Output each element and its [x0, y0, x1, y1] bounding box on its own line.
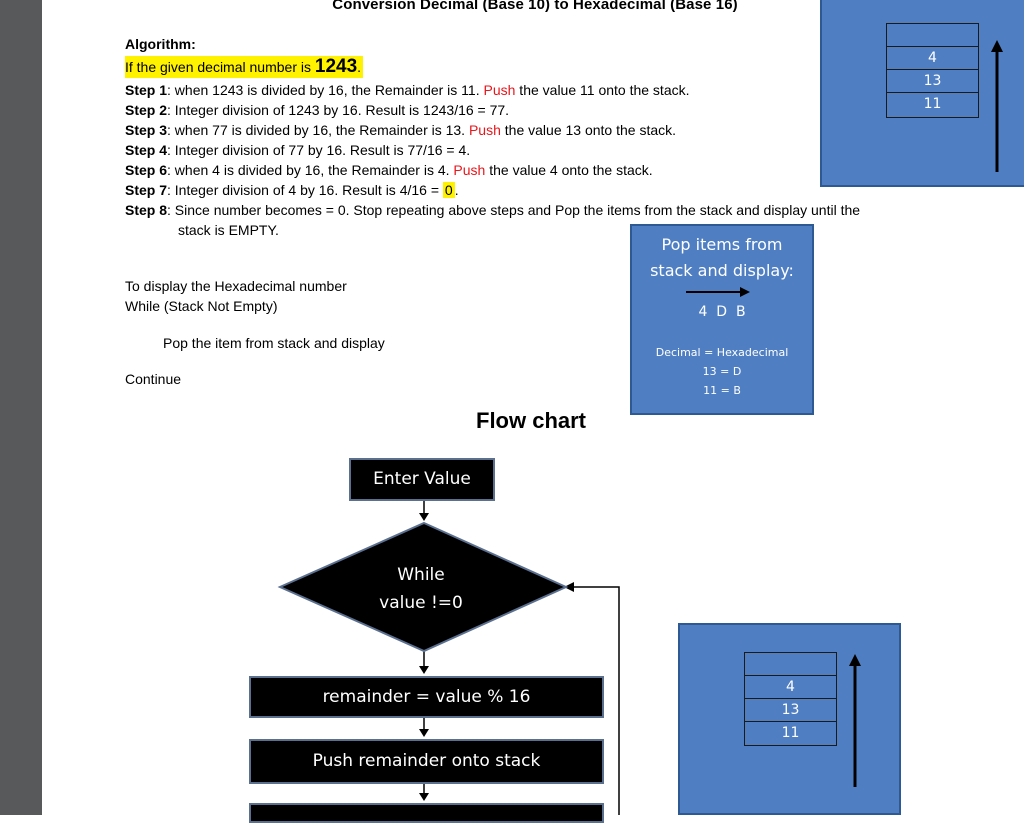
stack-cell: 11 [781, 725, 800, 741]
step-text: : Integer division of 4 by 16. Result is… [167, 182, 443, 198]
viewer-gutter [0, 0, 42, 815]
stack-cell-empty [745, 653, 836, 676]
stack: 4 13 11 [744, 652, 837, 746]
step-text: the value 13 onto the stack. [500, 122, 677, 138]
step-text: the value 4 onto the stack. [485, 162, 653, 178]
display-box: Pop items from stack and display: 4 D B … [630, 224, 814, 415]
step-label: Step 1 [125, 82, 168, 98]
push-word: Push [468, 122, 501, 138]
arrow-head-icon [419, 666, 429, 674]
legend-heading: Decimal = Hexadecimal [655, 346, 789, 359]
display-output: 4 D B [698, 304, 746, 320]
legend-row: 13 = D [702, 365, 742, 378]
stack-cell: 13 [887, 70, 978, 93]
step-label: Step 2 [125, 102, 168, 118]
arrow-head-icon [419, 793, 429, 801]
while-label-1: While [397, 565, 445, 585]
step-text: the value 11 onto the stack. [515, 82, 690, 98]
highlighted-zero: 0 [442, 182, 455, 198]
step-4: Step 4: Integer division of 77 by 16. Re… [125, 142, 470, 158]
arrow-head-icon [740, 287, 750, 297]
pseudo-line-1: To display the Hexadecimal number [125, 278, 347, 294]
intro-text: If the given decimal number is [125, 59, 315, 75]
display-title-1: Pop items from [661, 235, 783, 254]
step-2: Step 2: Integer division of 1243 by 16. … [125, 102, 509, 118]
next-step-box [249, 803, 604, 823]
flowchart-title: Flow chart [476, 408, 587, 433]
enter-value-box: Enter Value [349, 458, 495, 501]
intro-end: . [357, 59, 362, 75]
step-label: Step 4 [125, 142, 168, 158]
algorithm-heading: Algorithm: [125, 36, 196, 52]
pseudo-line-4: Continue [125, 371, 182, 387]
arrow-head-icon [419, 729, 429, 737]
step-8-continued: stack is EMPTY. [178, 222, 279, 238]
step-text: : Since number becomes = 0. Stop repeati… [167, 202, 861, 218]
while-decision-shape [277, 521, 569, 653]
step-6: Step 6: when 4 is divided by 16, the Rem… [125, 162, 653, 178]
loop-connector [572, 586, 620, 815]
step-label: Step 8 [125, 202, 168, 218]
step-label: Step 3 [125, 122, 168, 138]
stack-box-bottom: 4 13 11 [678, 623, 901, 815]
step-text: : Integer division of 1243 by 16. Result… [167, 102, 510, 118]
step-text: : Integer division of 77 by 16. Result i… [167, 142, 471, 158]
stack: 4 13 11 [886, 23, 979, 118]
page-title: Conversion Decimal (Base 10) to Hexadeci… [332, 0, 738, 13]
arrow-head-icon [991, 40, 1003, 52]
legend-row: 11 = B [703, 384, 741, 397]
intro-line: If the given decimal number is 1243. [125, 56, 364, 78]
stack-cell: 4 [745, 676, 836, 699]
intro-number: 1243 [314, 56, 358, 77]
pseudo-line-2: While (Stack Not Empty) [125, 298, 278, 314]
push-remainder-box: Push remainder onto stack [249, 739, 604, 784]
step-text: : when 4 is divided by 16, the Remainder… [167, 162, 454, 178]
while-label-2: value !=0 [379, 593, 463, 613]
remainder-box: remainder = value % 16 [249, 676, 604, 718]
step-label: Step 7 [125, 182, 168, 198]
step-1: Step 1: when 1243 is divided by 16, the … [125, 82, 690, 98]
stack-cell: 4 [887, 47, 978, 70]
arrow-head-icon [849, 654, 861, 666]
step-text: : when 1243 is divided by 16, the Remain… [167, 82, 484, 98]
push-word: Push [453, 162, 486, 178]
step-7: Step 7: Integer division of 4 by 16. Res… [125, 182, 459, 198]
step-text: : when 77 is divided by 16, the Remainde… [167, 122, 469, 138]
stack-box-top: 4 13 11 [820, 0, 1024, 187]
stack-cell: 13 [745, 699, 836, 722]
stack-cell-empty [887, 24, 978, 47]
arrow-head-icon [564, 582, 574, 592]
step-3: Step 3: when 77 is divided by 16, the Re… [125, 122, 676, 138]
step-label: Step 6 [125, 162, 168, 178]
display-title-2: stack and display: [650, 261, 794, 280]
step-8: Step 8: Since number becomes = 0. Stop r… [125, 202, 860, 218]
stack-cell: 11 [923, 96, 942, 112]
pseudo-line-3: Pop the item from stack and display [163, 335, 385, 351]
push-word: Push [483, 82, 516, 98]
arrow-head-icon [419, 513, 429, 521]
step-text: . [454, 182, 459, 198]
